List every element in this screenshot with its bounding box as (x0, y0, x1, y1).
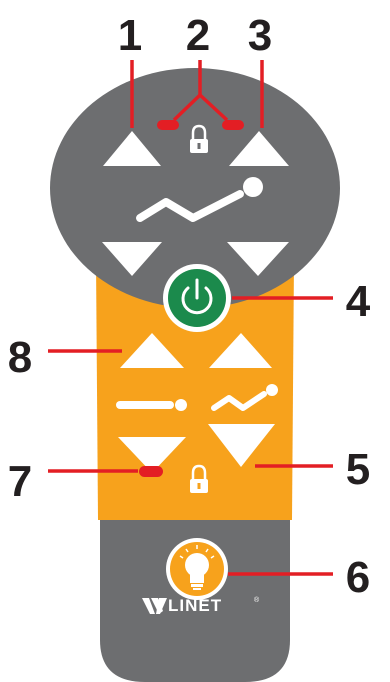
indicator-left (157, 120, 179, 130)
brand-name: LINET (168, 596, 222, 616)
brand-registered-mark: ® (254, 597, 259, 604)
callout-number-4: 4 (338, 280, 378, 324)
callout-number-5: 5 (338, 448, 378, 492)
callout-number-1: 1 (110, 14, 150, 58)
callout-number-6: 6 (338, 556, 378, 600)
callout-number-8: 8 (0, 336, 40, 380)
indicator-lock-lamp (139, 466, 163, 477)
callout-number-2: 2 (178, 14, 218, 58)
callout-number-7: 7 (0, 460, 40, 504)
callout-number-3: 3 (240, 14, 280, 58)
indicator-right (222, 120, 244, 130)
